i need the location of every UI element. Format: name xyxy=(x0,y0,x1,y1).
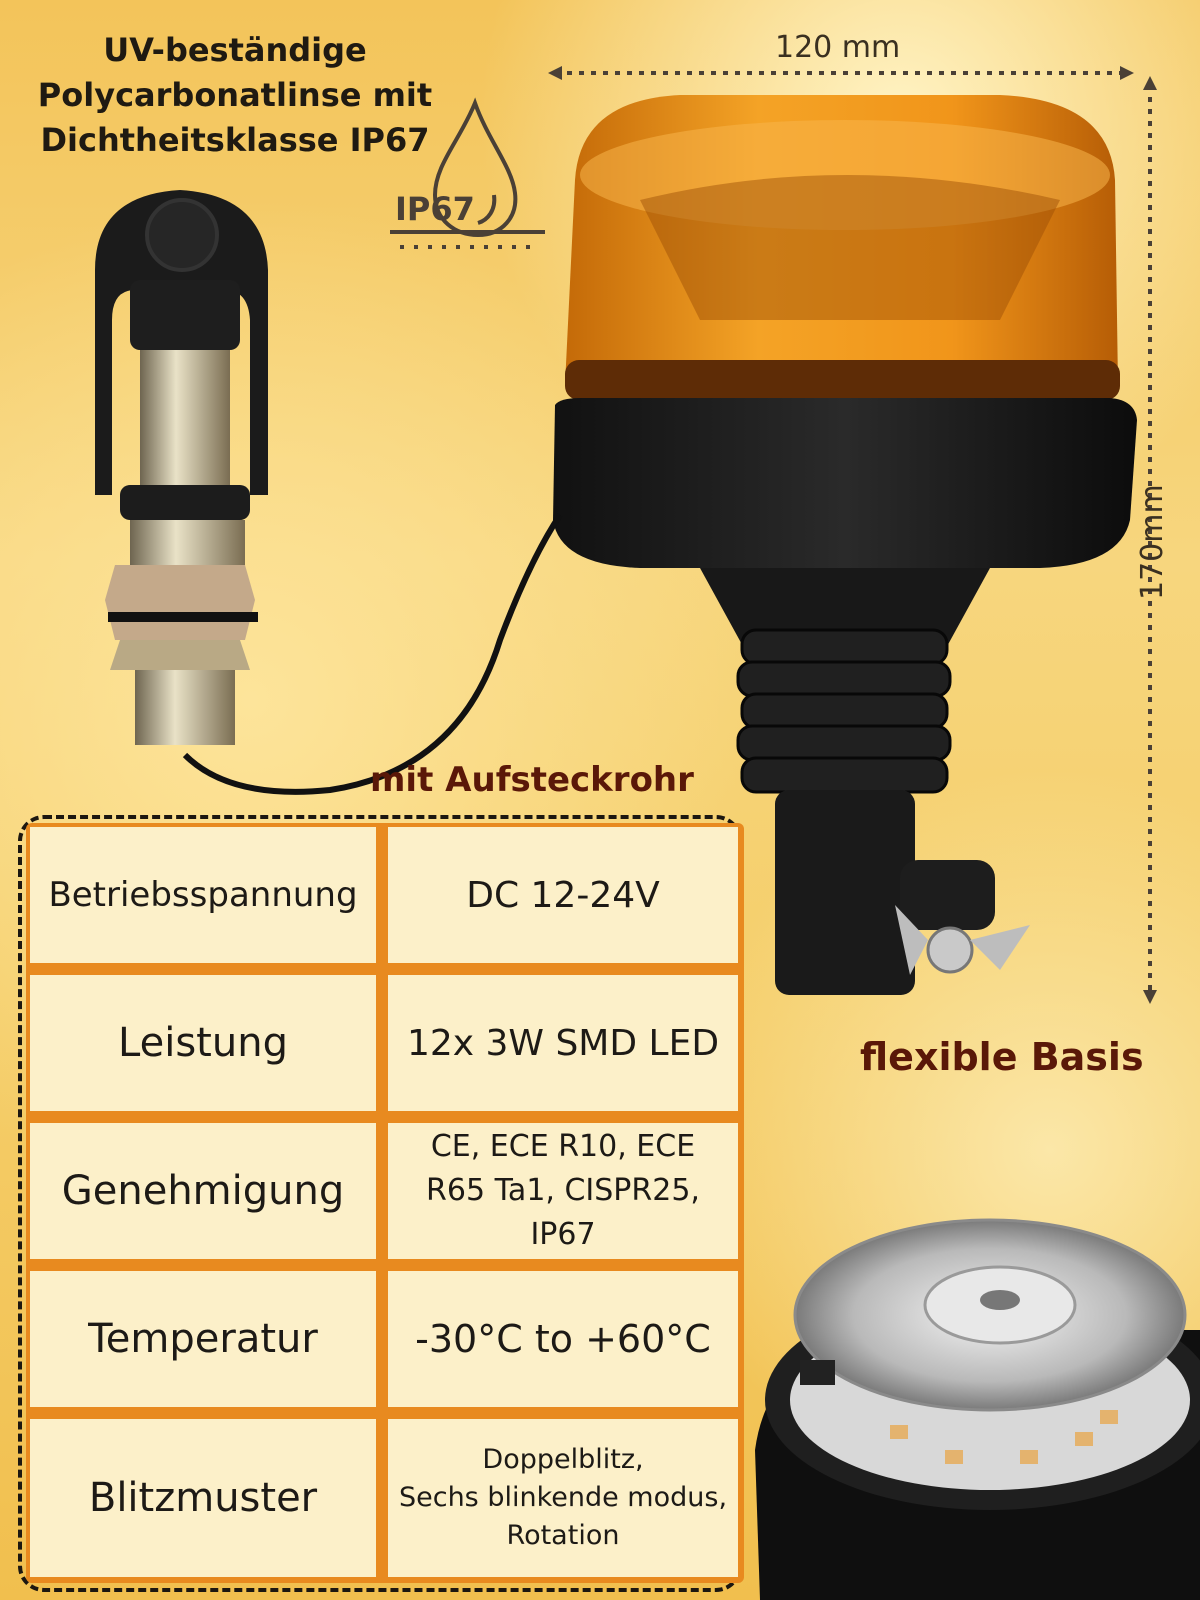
lens-description-line-2: Polycarbonatlinse mit xyxy=(37,76,433,114)
spec-value-flash-line-1: Doppelblitz, xyxy=(482,1444,644,1475)
tube-caption: mit Aufsteckrohr xyxy=(370,760,694,800)
spec-value-approval-line-2: R65 Ta1, CISPR25, xyxy=(426,1173,700,1208)
spec-value-approval: CE, ECE R10, ECE R65 Ta1, CISPR25, IP67 xyxy=(388,1123,738,1259)
mounting-pin xyxy=(95,190,268,745)
width-dimension: 120 mm xyxy=(775,30,901,65)
spec-value-approval-line-3: IP67 xyxy=(530,1217,596,1252)
spec-table: Betriebsspannung DC 12-24V Leistung 12x … xyxy=(26,823,744,1583)
ip-rating-label: IP67 xyxy=(395,190,475,228)
spec-value-flash-line-3: Rotation xyxy=(506,1520,620,1551)
interior-view xyxy=(755,1218,1200,1600)
spec-label-power: Leistung xyxy=(30,975,376,1111)
spec-value-power: 12x 3W SMD LED xyxy=(388,975,738,1111)
spec-label-temperature: Temperatur xyxy=(30,1271,376,1407)
spec-value-flash-pattern: Doppelblitz, Sechs blinkende modus, Rota… xyxy=(388,1419,738,1577)
spec-value-temperature: -30°C to +60°C xyxy=(388,1271,738,1407)
spec-value-voltage: DC 12-24V xyxy=(388,827,738,963)
water-drop-icon xyxy=(390,97,545,249)
spec-label-voltage: Betriebsspannung xyxy=(30,827,376,963)
lens-description: UV-beständige Polycarbonatlinse mit Dich… xyxy=(20,28,450,163)
lens-description-line-1: UV-beständige xyxy=(103,31,367,69)
spec-label-flash-pattern: Blitzmuster xyxy=(30,1419,376,1577)
base-caption: flexible Basis xyxy=(860,1035,1144,1079)
spec-value-flash-line-2: Sechs blinkende modus, xyxy=(398,1482,728,1513)
spec-label-approval: Genehmigung xyxy=(30,1123,376,1259)
beacon-lens xyxy=(565,95,1120,400)
spec-value-approval-line-1: CE, ECE R10, ECE xyxy=(430,1129,696,1164)
lens-description-line-3: Dichtheitsklasse IP67 xyxy=(40,121,430,159)
